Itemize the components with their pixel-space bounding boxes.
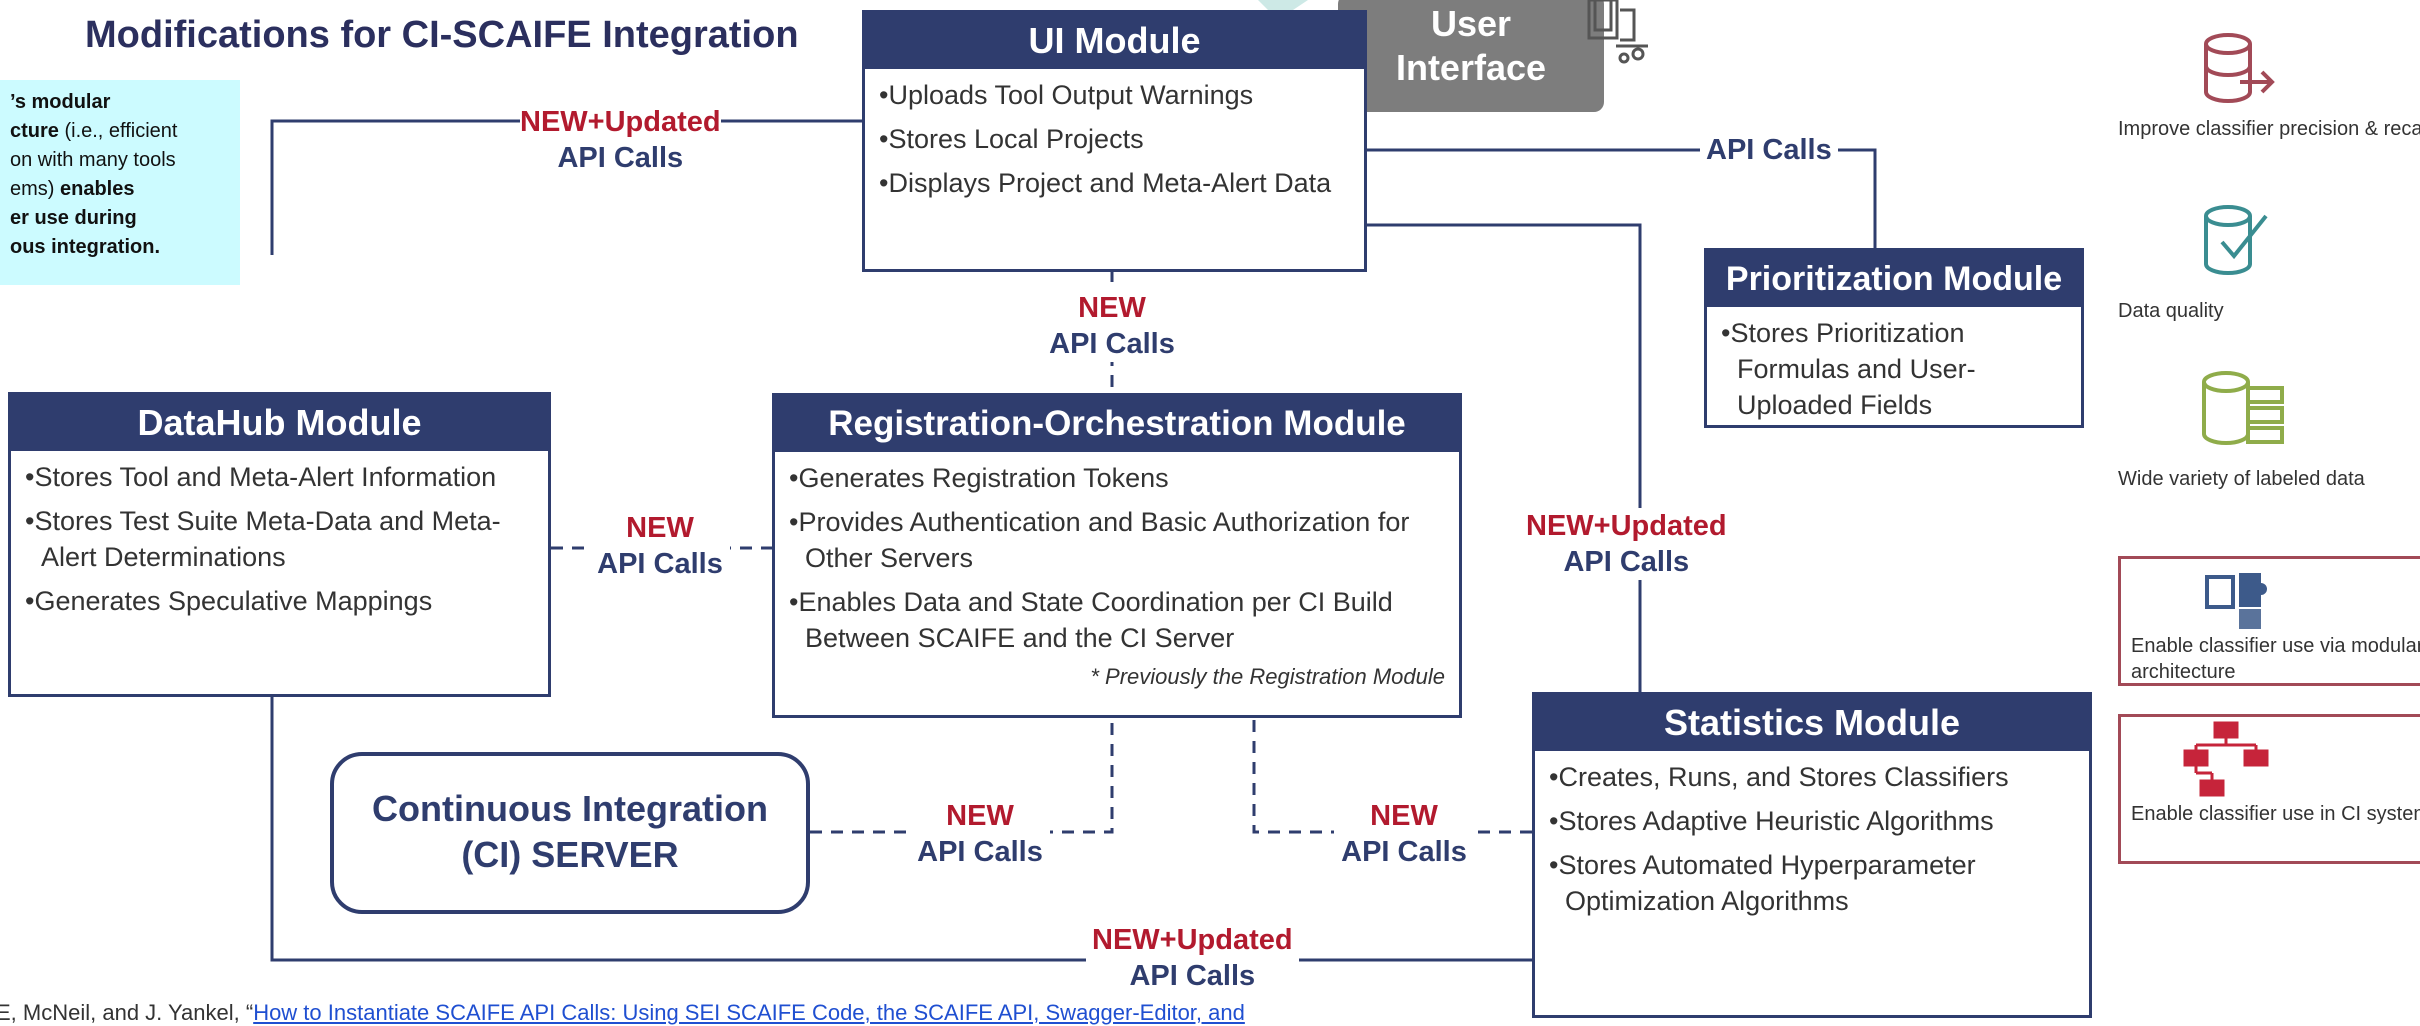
prioritization-module: Prioritization Module Stores Prioritizat… <box>1704 248 2084 428</box>
side-frame-modular: Enable classifier use via modular archit… <box>2118 556 2420 686</box>
note-line-5: er use during <box>10 207 137 229</box>
page-title: Modifications for CI-SCAIFE Integration <box>85 14 799 56</box>
callout-note: ’s modular cture (i.e., efficient on wit… <box>0 80 240 285</box>
statistics-module-title: Statistics Module <box>1535 695 2089 751</box>
api-label-ui-prioritization: API Calls <box>1700 132 1838 168</box>
statistics-module: Statistics Module Creates, Runs, and Sto… <box>1532 692 2092 1018</box>
ui-module-title: UI Module <box>865 13 1364 69</box>
datahub-module-item: Stores Test Suite Meta-Data and Meta-Ale… <box>25 503 538 575</box>
ci-server-line-1: Continuous Integration <box>372 788 768 829</box>
api-label-status: NEW <box>1370 800 1438 832</box>
api-label-status: NEW <box>626 512 694 544</box>
ui-module-item: Uploads Tool Output Warnings <box>879 77 1354 113</box>
registration-footnote: * Previously the Registration Module <box>1090 664 1445 689</box>
api-label-text: API Calls <box>557 142 684 174</box>
datahub-module-item: Stores Tool and Meta-Alert Information <box>25 459 538 495</box>
datahub-module: DataHub Module Stores Tool and Meta-Aler… <box>8 392 551 697</box>
api-label-text: API Calls <box>1563 546 1690 578</box>
api-label-status: NEW <box>946 800 1014 832</box>
puzzle-icon <box>2205 573 2267 629</box>
api-label-text: API Calls <box>597 548 723 580</box>
note-line-2b: (i.e., efficient <box>58 120 178 142</box>
api-label-status: NEW+Updated <box>1092 924 1293 956</box>
registration-module-item: Enables Data and State Coordination per … <box>789 584 1449 656</box>
citation-prefix: E, McNeil, and J. Yankel, “ <box>0 1000 254 1025</box>
api-label-text: API Calls <box>917 836 1043 868</box>
ci-server-line-2: (CI) SERVER <box>461 834 679 875</box>
api-label-datahub-ui: NEW+Updated API Calls <box>520 104 721 176</box>
api-label-status: NEW+Updated <box>1526 510 1727 542</box>
citation-link[interactable]: How to Instantiate SCAIFE API Calls: Usi… <box>253 1000 1245 1025</box>
wire-ui-prioritization <box>1367 148 1877 250</box>
api-label-status: NEW+Updated <box>520 106 721 138</box>
api-label-ci-registration: NEW API Calls <box>910 798 1050 870</box>
registration-orchestration-module: Registration-Orchestration Module Genera… <box>772 393 1462 718</box>
registration-module-title: Registration-Orchestration Module <box>775 396 1459 452</box>
note-line-1: ’s modular <box>10 91 111 113</box>
note-line-2: cture <box>10 120 59 142</box>
registration-module-item: Provides Authentication and Basic Author… <box>789 504 1449 576</box>
user-interface-line-2: Interface <box>1395 47 1547 88</box>
computer-user-icon <box>1587 0 1648 64</box>
prioritization-module-item: Stores Prioritization Formulas and User-… <box>1721 315 2071 423</box>
api-label-ui-statistics: NEW+Updated API Calls <box>1526 508 1727 580</box>
datahub-module-item: Generates Speculative Mappings <box>25 583 538 619</box>
statistics-module-item: Creates, Runs, and Stores Classifiers <box>1549 759 2079 795</box>
ci-server: Continuous Integration (CI) SERVER <box>330 752 810 914</box>
note-line-4a: ems) <box>10 178 60 200</box>
user-interface-tab: User Interface <box>1338 0 1604 112</box>
prioritization-module-title: Prioritization Module <box>1707 251 2081 307</box>
side-item-precision: Improve classifier precision & recall <box>2118 118 2420 140</box>
api-label-text: API Calls <box>1049 328 1175 360</box>
ui-module-item: Stores Local Projects <box>879 121 1354 157</box>
api-label-ui-registration: NEW API Calls <box>1042 290 1182 362</box>
side-item-ci: Enable classifier use in CI systems <box>2131 803 2420 825</box>
side-item-modular: Enable classifier use via modular archit… <box>2131 635 2420 683</box>
api-label-datahub-registration: NEW API Calls <box>590 510 730 582</box>
note-line-4b: enables <box>60 178 135 200</box>
citation: E, McNeil, and J. Yankel, “How to Instan… <box>0 1000 1245 1026</box>
ui-module: UI Module Uploads Tool Output Warnings S… <box>862 10 1367 272</box>
ui-module-item: Displays Project and Meta-Alert Data <box>879 165 1354 201</box>
api-label-text: API Calls <box>1341 836 1467 868</box>
api-label-datahub-statistics: NEW+Updated API Calls <box>1086 922 1299 994</box>
side-item-labeled-data: Wide variety of labeled data <box>2118 468 2365 490</box>
api-label-status: NEW <box>1078 292 1146 324</box>
registration-module-item: Generates Registration Tokens <box>789 460 1449 496</box>
statistics-module-item: Stores Adaptive Heuristic Algorithms <box>1549 803 2079 839</box>
datahub-module-title: DataHub Module <box>11 395 548 451</box>
side-item-quality: Data quality <box>2118 300 2224 322</box>
database-table-icon <box>2202 371 2284 445</box>
api-label-text: API Calls <box>1706 134 1832 166</box>
note-line-3: on with many tools <box>10 149 176 171</box>
user-interface-line-1: User <box>1430 3 1512 44</box>
statistics-module-item: Stores Automated Hyperparameter Optimiza… <box>1549 847 2079 919</box>
database-export-icon <box>2204 33 2275 103</box>
api-label-statistics-registration: NEW API Calls <box>1334 798 1474 870</box>
note-line-6: ous integration. <box>10 236 160 258</box>
side-frame-ci: Enable classifier use in CI systems <box>2118 714 2420 864</box>
flowchart-icon <box>2183 721 2269 797</box>
api-label-text: API Calls <box>1129 960 1256 992</box>
wire-ci-registration <box>810 715 1114 834</box>
database-check-icon <box>2204 205 2268 275</box>
